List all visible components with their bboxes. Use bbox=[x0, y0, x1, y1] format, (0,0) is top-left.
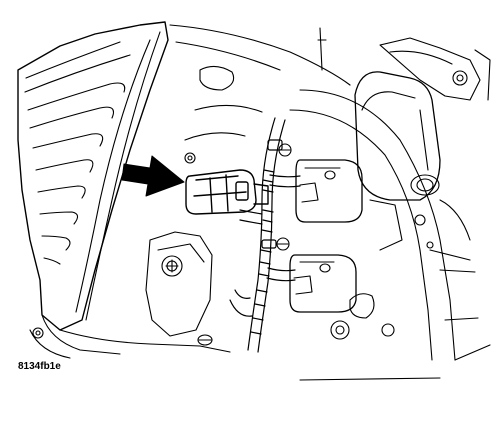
rear-bulkhead bbox=[169, 24, 351, 164]
lower-coil-connector bbox=[276, 237, 357, 340]
arrow-right-icon bbox=[121, 155, 185, 197]
wiring-harness bbox=[229, 117, 301, 353]
highlighted-connector bbox=[185, 169, 269, 215]
top-right-components bbox=[354, 37, 491, 201]
figure-id-label: 8134fb1e bbox=[18, 361, 61, 372]
lower-manifold-base bbox=[29, 231, 231, 359]
cylinder-head-cover bbox=[289, 89, 491, 381]
upper-coil-connector bbox=[278, 143, 363, 223]
intake-manifold bbox=[17, 21, 169, 331]
